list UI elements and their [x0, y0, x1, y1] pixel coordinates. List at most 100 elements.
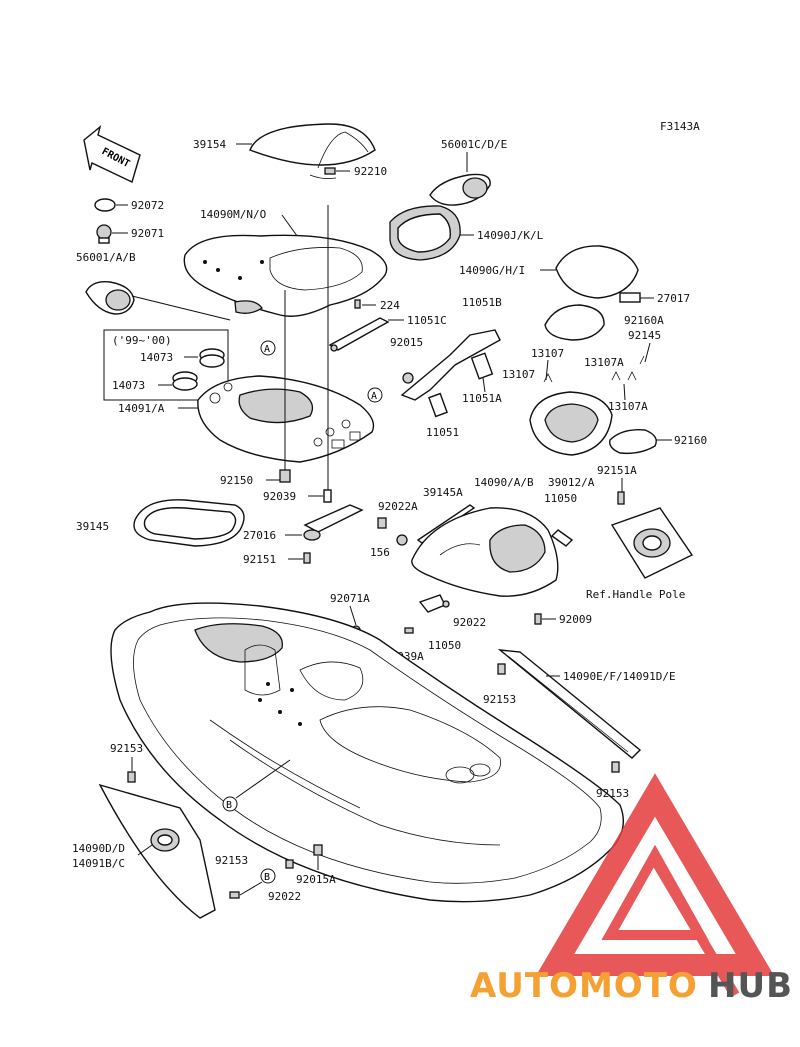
label-11051: 11051 — [426, 426, 459, 439]
label-11051b: 11051B — [462, 296, 502, 309]
label-92153-b: 92153 — [596, 787, 629, 800]
callout-b-lower: B — [260, 868, 276, 884]
hinge-27016 — [303, 504, 364, 541]
label-39145: 39145 — [76, 520, 109, 533]
clip-92071 — [96, 224, 112, 244]
callout-b-lower-label: B — [264, 872, 270, 883]
label-92015a: 92015A — [296, 873, 336, 886]
label-92160: 92160 — [674, 434, 707, 447]
watermark-logo — [535, 773, 775, 998]
seat-cover-39154 — [249, 123, 376, 179]
label-13107-a: 13107 — [531, 347, 564, 360]
label-14090d: 14090D/D — [72, 842, 125, 855]
handle-boot — [610, 491, 694, 579]
label-11051a: 11051A — [462, 392, 502, 405]
label-224: 224 — [380, 299, 400, 312]
label-56001cde: 56001C/D/E — [441, 138, 507, 151]
label-92071a: 92071A — [330, 592, 370, 605]
label-14090jkl: 14090J/K/L — [477, 229, 544, 242]
gasket-39145 — [133, 499, 245, 547]
label-39012a: 39012/A — [548, 476, 595, 489]
label-11050-a: 11050 — [544, 492, 577, 505]
label-14090ef: 14090E/F/14091D/E — [563, 670, 676, 683]
label-156: 156 — [370, 546, 390, 559]
years-note-box: ('99~'00) 14073 14073 — [103, 329, 229, 401]
bracket-11050-b — [418, 594, 446, 613]
side-panel-left — [98, 783, 216, 919]
label-14073-a: 14073 — [140, 351, 173, 364]
clip-11050-a — [550, 529, 574, 547]
label-14091a: 14091/A — [118, 402, 165, 415]
label-14073-b: 14073 — [112, 379, 145, 392]
pin-92039 — [323, 489, 332, 503]
label-14090ab: 14090/A/B — [474, 476, 534, 489]
pin-92039a — [404, 627, 414, 634]
tag-27017 — [619, 292, 641, 303]
label-56001ab: 56001/A/B — [76, 251, 136, 264]
screw-92153-c — [127, 771, 136, 783]
label-92071: 92071 — [131, 227, 164, 240]
label-92145: 92145 — [628, 329, 661, 342]
label-14090ghi: 14090G/H/I — [459, 264, 525, 277]
label-92022a: 92022A — [378, 500, 418, 513]
pad-14090ghi — [555, 245, 639, 299]
front-arrow: FRONT — [83, 125, 141, 183]
screw-92153-a — [497, 663, 506, 675]
bolt-92150 — [279, 469, 291, 483]
deck-cover-14090mno — [183, 234, 388, 317]
callout-a-left: A — [260, 340, 276, 356]
label-14091bc: 14091B/C — [72, 857, 125, 870]
label-92150: 92150 — [220, 474, 253, 487]
bolt-92009 — [534, 613, 542, 625]
label-92022-b: 92022 — [453, 616, 486, 629]
years-note: ('99~'00) — [112, 334, 172, 347]
label-92039: 92039 — [263, 490, 296, 503]
nut-92015a — [313, 844, 323, 856]
label-92153-c: 92153 — [110, 742, 143, 755]
bracket-11051a — [470, 352, 494, 380]
hull — [110, 602, 624, 903]
label-92153-a: 92153 — [483, 693, 516, 706]
label-13107-b: 13107 — [502, 368, 535, 381]
callout-b-hull: B — [222, 796, 238, 812]
bolt-224 — [354, 299, 361, 309]
label-92160a: 92160A — [624, 314, 664, 327]
watermark-text-part1: AUTOMOTO — [470, 966, 698, 1006]
figure-code: F3143A — [660, 120, 700, 133]
washer-156 — [396, 534, 408, 546]
emblem-56001ab — [85, 281, 135, 315]
label-11050-b: 11050 — [428, 639, 461, 652]
ref-note: Ref.Handle Pole — [586, 588, 685, 601]
tray-14091a — [197, 375, 375, 463]
label-92015: 92015 — [390, 336, 423, 349]
label-92151: 92151 — [243, 553, 276, 566]
strip-14090ef — [497, 649, 642, 759]
label-92210: 92210 — [354, 165, 387, 178]
label-92153-d: 92153 — [215, 854, 248, 867]
callout-a-right: A — [367, 387, 383, 403]
screw-92022-c — [229, 891, 240, 899]
bracket-92015 — [400, 329, 501, 401]
storage-bin — [529, 391, 613, 456]
label-14090mno: 14090M/N/O — [200, 208, 266, 221]
label-13107a-a: 13107A — [584, 356, 624, 369]
pad-92160a — [544, 304, 605, 341]
clip-92072 — [94, 198, 116, 212]
label-92022-c: 92022 — [268, 890, 301, 903]
panel-14090ab — [411, 507, 559, 597]
bolt-92151 — [303, 552, 311, 564]
label-92072: 92072 — [131, 199, 164, 212]
label-92151a: 92151A — [597, 464, 637, 477]
callout-a-right-label: A — [371, 391, 377, 402]
label-92009: 92009 — [559, 613, 592, 626]
label-27017: 27017 — [657, 292, 690, 305]
pad-92160 — [609, 429, 657, 455]
screw-92153-d — [285, 859, 294, 869]
screw-92210 — [324, 167, 336, 175]
callout-b-hull-label: B — [226, 800, 232, 811]
bracket-11051 — [428, 392, 448, 418]
watermark-text-part2: HUB — [708, 966, 793, 1006]
label-11051c: 11051C — [407, 314, 447, 327]
bracket-11051c — [328, 317, 390, 352]
bolt-92022a — [377, 517, 387, 529]
